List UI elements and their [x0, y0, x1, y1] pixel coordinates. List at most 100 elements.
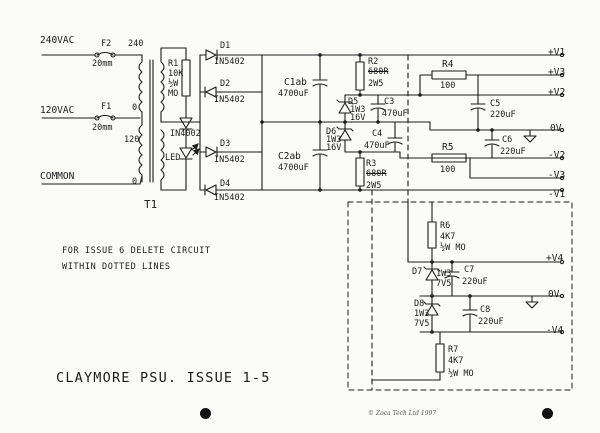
label-d4: D4: [220, 179, 231, 189]
rail-plus-v3: +V3: [548, 67, 566, 78]
label-tap-240: 240: [128, 39, 144, 49]
label-r1: R1: [168, 59, 179, 69]
rail-plus-v2: +V2: [548, 87, 566, 98]
label-c2ab: C2ab: [278, 151, 301, 162]
negative-regulator: [336, 121, 561, 191]
label-r1-val: 10K: [168, 69, 184, 79]
label-d3: D3: [220, 139, 231, 149]
label-led: LED: [165, 153, 181, 163]
label-diode-in4002: IN4002: [170, 129, 201, 139]
label-r5: R5: [442, 142, 454, 153]
label-fuse-f1-size: 20mm: [92, 123, 113, 133]
label-c2ab-val: 4700uF: [278, 163, 309, 173]
rail-plus-v1: +V1: [548, 47, 566, 58]
label-r4: R4: [442, 59, 454, 70]
rail-0v: 0V: [550, 123, 562, 134]
label-r3-watt: 2W5: [366, 181, 382, 191]
label-fuse-f2: F2: [101, 39, 112, 49]
label-fuse-f1: F1: [101, 102, 112, 112]
v3-filter: [419, 70, 561, 131]
label-r6: R6: [440, 221, 451, 231]
issue-note-line1: FOR ISSUE 6 DELETE CIRCUIT: [62, 246, 211, 256]
label-c6: C6: [502, 135, 513, 145]
label-d6-watt: 1W3: [326, 135, 342, 145]
optional-circuit-boundary: [347, 201, 573, 391]
label-r6-val: 4K7: [440, 232, 456, 242]
junction-dots: [260, 53, 494, 334]
label-d2-part: IN5402: [214, 95, 245, 105]
fuse-f2: [94, 51, 116, 58]
rail-0v-v4: 0V: [548, 289, 560, 300]
label-r7: R7: [448, 345, 459, 355]
label-transformer: T1: [144, 198, 158, 211]
label-d3-part: IN5402: [214, 155, 245, 165]
label-c4-val: 470uF: [364, 141, 390, 151]
label-r5-val: 100: [440, 165, 456, 175]
copyright-mark: © Zoca Tech Ltd 1997: [368, 410, 437, 417]
v3n-filter: [419, 129, 561, 179]
label-r1-type: MO: [168, 89, 179, 99]
label-d7: D7: [412, 267, 423, 277]
label-c5-val: 220uF: [490, 110, 516, 120]
label-d8-watt: 1W3: [414, 309, 430, 319]
fuse-f1: [94, 114, 116, 121]
main-rails: [261, 54, 561, 191]
label-c3-val: 470uF: [382, 109, 408, 119]
label-240vac: 240VAC: [40, 35, 75, 46]
label-r3-val: 680R: [366, 169, 387, 179]
label-d7-watt: 1W3: [436, 269, 452, 279]
drawing-title: CLAYMORE PSU. ISSUE 1-5: [56, 370, 271, 386]
label-c1ab-val: 4700uF: [278, 89, 309, 99]
label-tap-0b: 0: [132, 177, 138, 187]
label-d8: D8: [414, 299, 425, 309]
label-c7: C7: [464, 265, 475, 275]
label-d6: D6: [326, 127, 337, 137]
rail-minus-v3: -V3: [548, 170, 566, 181]
label-r1-watt: ½W: [168, 79, 179, 89]
positive-regulator: [336, 54, 561, 123]
binder-hole-left: [200, 408, 211, 419]
v4-circuit: [371, 201, 561, 381]
label-d7-volt: 7V5: [436, 279, 452, 289]
label-r7-watt: ½W MO: [448, 369, 474, 379]
label-r3: R3: [366, 159, 377, 169]
label-d4-part: IN5402: [214, 193, 245, 203]
label-r2-val: 680R: [368, 67, 389, 77]
label-r4-val: 100: [440, 81, 456, 91]
transformer-t1: [138, 47, 187, 191]
label-d1: D1: [220, 41, 231, 51]
input-wiring: [41, 51, 143, 185]
label-r7-val: 4K7: [448, 356, 464, 366]
label-c6-val: 220uF: [500, 147, 526, 157]
r1-led-branch: [179, 47, 200, 191]
label-d2: D2: [220, 79, 231, 89]
label-d5-volt: 16V: [350, 113, 366, 123]
rail-minus-v1: -V1: [548, 189, 566, 200]
bridge-rectifier: [172, 47, 286, 196]
label-c3: C3: [384, 97, 395, 107]
label-d5: D5: [348, 97, 359, 107]
rail-minus-v4: -V4: [546, 325, 564, 336]
rail-plus-v4: +V4: [546, 253, 564, 264]
issue-note-line2: WITHIN DOTTED LINES: [62, 262, 171, 272]
label-c7-val: 220uF: [462, 277, 488, 287]
label-d6-volt: 16V: [326, 143, 342, 153]
label-c5: C5: [490, 99, 501, 109]
label-c4: C4: [372, 129, 383, 139]
label-d1-part: IN5402: [214, 57, 245, 67]
label-c8-val: 220uF: [478, 317, 504, 327]
label-tap-120: 120: [124, 135, 140, 145]
label-r2: R2: [368, 57, 379, 67]
label-fuse-f2-size: 20mm: [92, 59, 113, 69]
label-c8: C8: [480, 305, 491, 315]
label-d8-volt: 7V5: [414, 319, 430, 329]
rail-minus-v2: -V2: [548, 150, 566, 161]
label-r6-watt: ½W MO: [440, 243, 466, 253]
binder-hole-right: [542, 408, 553, 419]
label-c1ab: C1ab: [284, 77, 307, 88]
filter-capacitors: [312, 54, 328, 191]
label-120vac: 120VAC: [40, 105, 75, 116]
label-d5-watt: 1W3: [350, 105, 366, 115]
